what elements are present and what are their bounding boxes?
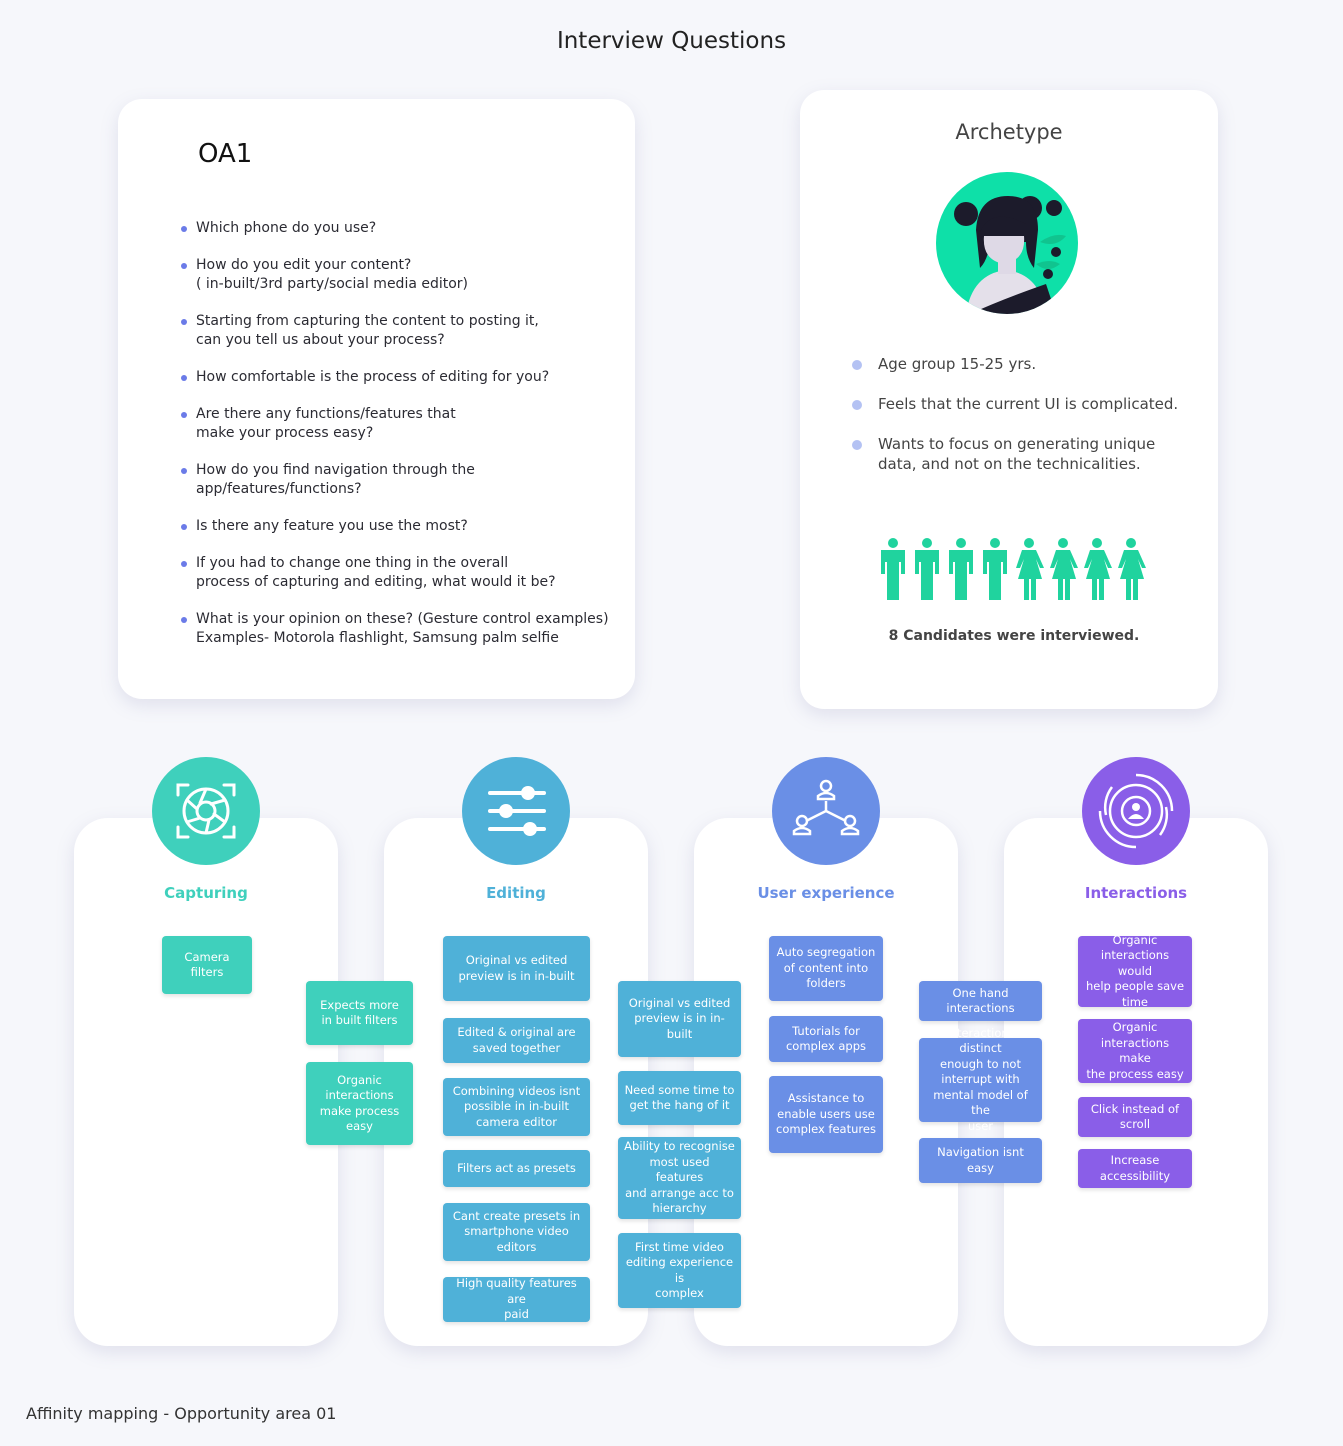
hierarchy-icon	[772, 757, 880, 865]
sticky-note: Ability to recognise most used features …	[618, 1137, 741, 1219]
oa1-title: OA1	[198, 139, 253, 169]
oa1-card: OA1 Which phone do you use? How do you e…	[118, 99, 635, 699]
candidates-figures	[881, 538, 1146, 600]
female-figure-icon	[1118, 538, 1146, 600]
male-figure-icon	[881, 538, 905, 600]
sticky-note: High quality features are paid	[443, 1276, 590, 1322]
sticky-note: First time video editing experience is c…	[618, 1233, 741, 1308]
sticky-note: Auto segregation of content into folders	[769, 936, 883, 1001]
sticky-note: Assistance to enable users use complex f…	[769, 1076, 883, 1153]
editing-label: Editing	[486, 884, 546, 902]
page-title: Interview Questions	[556, 28, 787, 54]
question-item: Are there any functions/features that ma…	[178, 405, 618, 443]
sticky-note: Increase accessibility	[1078, 1149, 1192, 1188]
footer-label: Affinity mapping - Opportunity area 01	[26, 1404, 337, 1423]
sticky-note: One hand interactions	[919, 981, 1042, 1021]
persona-traits: Age group 15-25 yrs. Feels that the curr…	[850, 354, 1200, 474]
sticky-note: Edited & original are saved together	[443, 1018, 590, 1063]
trait-item: Age group 15-25 yrs.	[850, 354, 1200, 374]
camera-aperture-icon	[152, 757, 260, 865]
sticky-note: Interactions distinct enough to not inte…	[919, 1026, 1042, 1133]
female-figure-icon	[1050, 538, 1078, 600]
trait-item: Feels that the current UI is complicated…	[850, 394, 1200, 414]
sticky-note: Organic interactions would help people s…	[1078, 933, 1192, 1009]
question-item: Is there any feature you use the most?	[178, 517, 618, 536]
user-experience-label: User experience	[757, 884, 895, 902]
question-item: What is your opinion on these? (Gesture …	[178, 610, 618, 648]
sticky-note: Expects more in built filters	[306, 981, 413, 1045]
sticky-note: Organic interactions make process easy	[306, 1062, 413, 1145]
question-item: How do you find navigation through the a…	[178, 461, 618, 499]
question-list: Which phone do you use? How do you edit …	[178, 219, 618, 648]
question-item: Which phone do you use?	[178, 219, 618, 238]
sticky-note: Combining videos isnt possible in in-bui…	[443, 1078, 590, 1136]
sticky-note: Click instead of scroll	[1078, 1097, 1192, 1137]
user-target-icon	[1082, 757, 1190, 865]
sticky-note: Camera filters	[162, 936, 252, 994]
sticky-note: Original vs edited preview is in in-buil…	[618, 981, 741, 1057]
capturing-column	[74, 818, 338, 1346]
sticky-note: Navigation isnt easy	[919, 1138, 1042, 1183]
archetype-card: Archetype Age group 15-25 yrs.	[800, 90, 1218, 709]
question-item: Starting from capturing the content to p…	[178, 312, 618, 350]
candidates-count-text: 8 Candidates were interviewed.	[888, 628, 1140, 644]
question-item: How comfortable is the process of editin…	[178, 368, 618, 387]
male-figure-icon	[949, 538, 973, 600]
persona-avatar	[936, 172, 1078, 314]
sticky-note: Organic interactions make the process ea…	[1078, 1019, 1192, 1083]
sticky-note: Filters act as presets	[443, 1150, 590, 1187]
male-figure-icon	[915, 538, 939, 600]
female-figure-icon	[1084, 538, 1112, 600]
capturing-label: Capturing	[164, 884, 248, 902]
sliders-icon	[462, 757, 570, 865]
male-figure-icon	[983, 538, 1007, 600]
female-figure-icon	[1016, 538, 1044, 600]
question-item: How do you edit your content? ( in-built…	[178, 256, 618, 294]
sticky-note: Cant create presets in smartphone video …	[443, 1203, 590, 1261]
sticky-note: Tutorials for complex apps	[769, 1016, 883, 1062]
question-item: If you had to change one thing in the ov…	[178, 554, 618, 592]
archetype-title: Archetype	[955, 120, 1063, 144]
sticky-note: Original vs edited preview is in in-buil…	[443, 936, 590, 1001]
sticky-note: Need some time to get the hang of it	[618, 1071, 741, 1125]
interactions-label: Interactions	[1084, 884, 1188, 902]
trait-item: Wants to focus on generating unique data…	[850, 434, 1200, 474]
